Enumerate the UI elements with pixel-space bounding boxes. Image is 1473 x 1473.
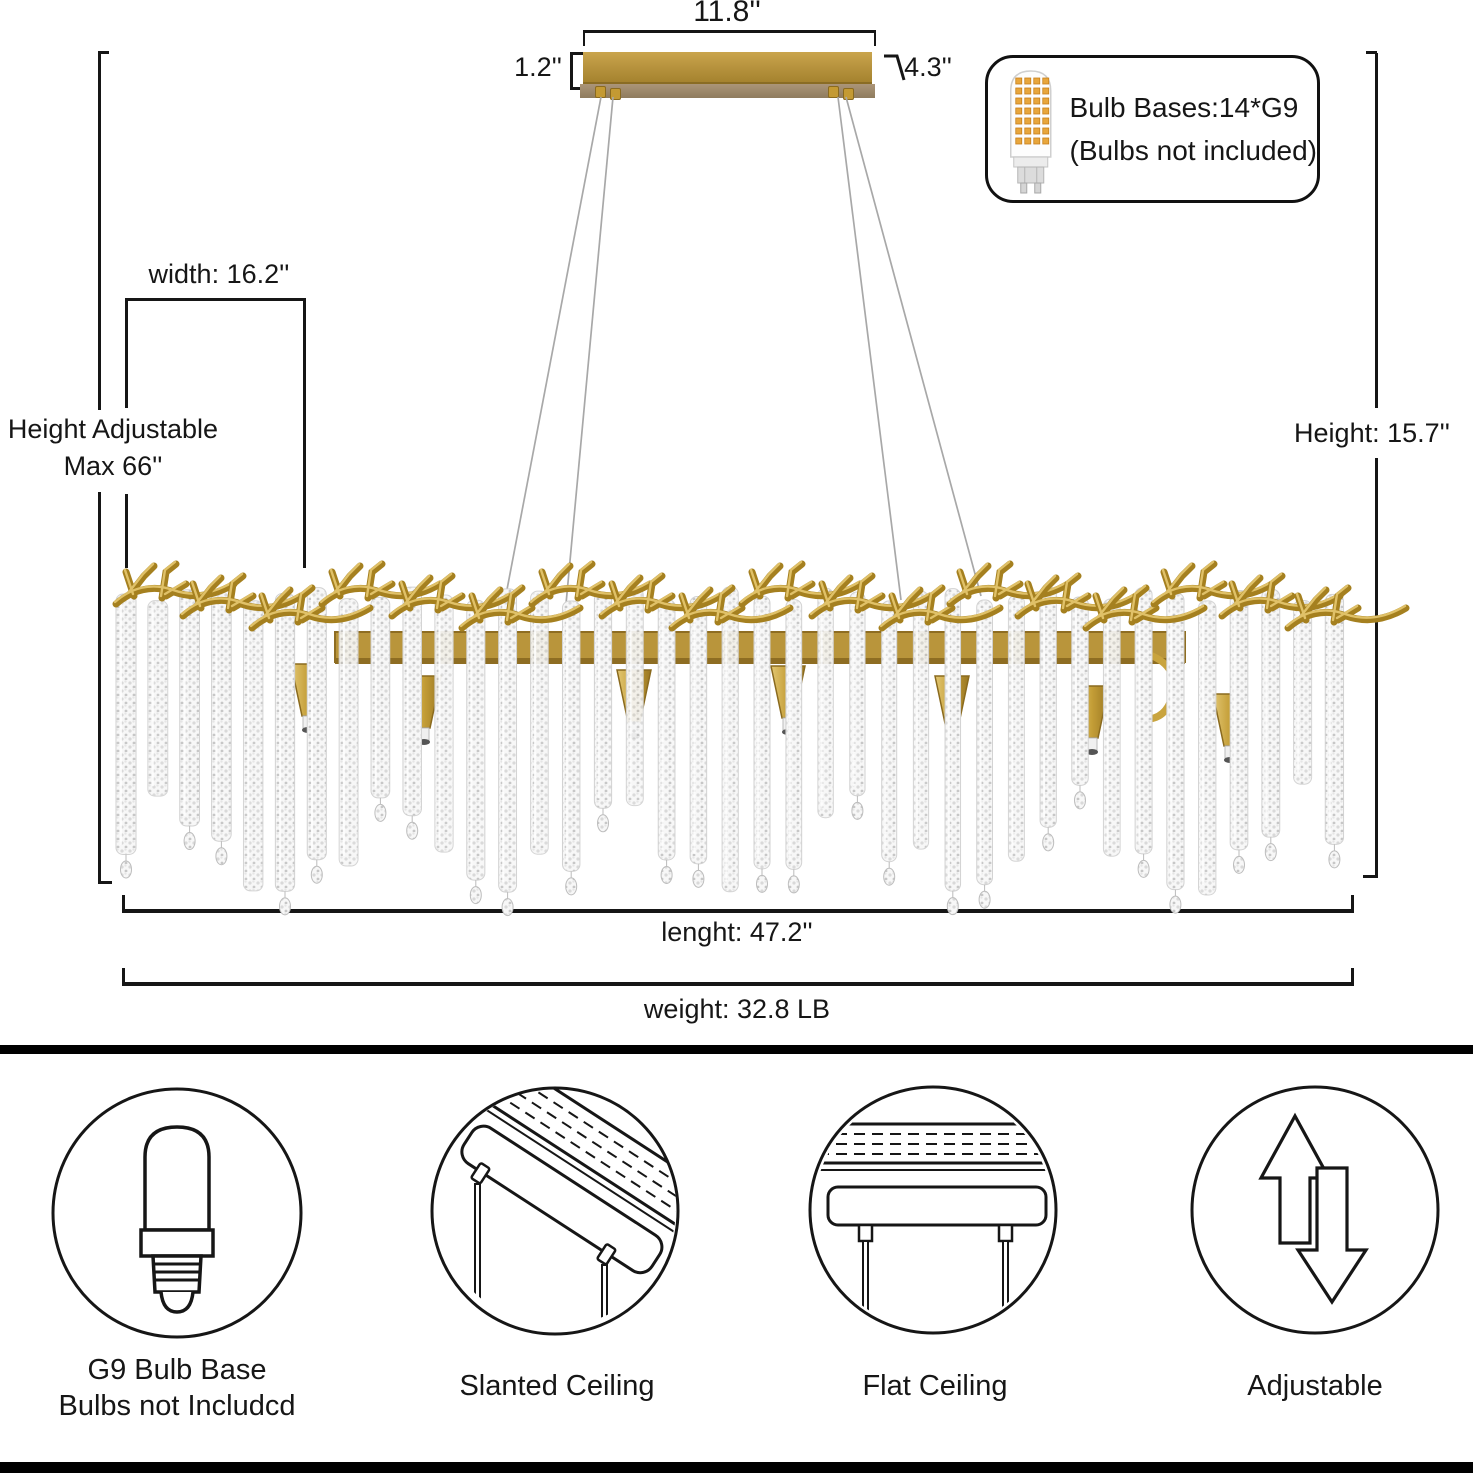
feature-circles <box>51 1085 1440 1339</box>
g9-bulb-photo-icon <box>1010 70 1052 194</box>
length-bracket <box>122 895 1354 913</box>
canopy-illustration <box>583 52 872 84</box>
canopy-width-label: 11.8'' <box>693 0 761 28</box>
section-divider <box>0 1045 1473 1054</box>
feature-label: Slanted Ceiling <box>459 1370 655 1402</box>
canopy-width-bracket <box>583 30 876 46</box>
cable-gripper <box>828 86 839 98</box>
length-label: lenght: 47.2'' <box>661 917 813 947</box>
flat-ceiling-icon <box>814 1122 1052 1316</box>
height-adjustable-tick-bottom <box>98 881 112 884</box>
width-bracket-top <box>125 298 306 301</box>
chandelier-illustration <box>112 560 1410 917</box>
cable-gripper <box>610 88 621 100</box>
cable-gripper <box>595 86 606 98</box>
up-down-arrows-icon <box>1258 1112 1369 1305</box>
bulb-note-box: Bulb Bases:14*G9 (Bulbs not included) <box>985 55 1320 203</box>
feature-circle <box>1190 1085 1440 1335</box>
fixture-height-label: Height: 15.7'' <box>1294 418 1450 448</box>
fixture-height-line <box>1375 458 1378 878</box>
canopy-depth-label: 4.3'' <box>904 52 952 82</box>
suspension-cables <box>504 96 982 605</box>
height-adjustable-tick-top <box>98 51 109 54</box>
feature-label: Adjustable <box>1247 1370 1383 1402</box>
fixture-height-tick-top <box>1366 51 1377 54</box>
canopy-height-label: 1.2'' <box>514 52 562 82</box>
feature-circle <box>51 1087 303 1339</box>
fixture-height-tick-bottom <box>1363 875 1377 878</box>
height-adjustable-line <box>98 492 101 884</box>
feature-circle <box>808 1085 1058 1335</box>
canopy-depth-tick <box>884 54 906 81</box>
weight-label: weight: 32.8 LB <box>643 994 831 1024</box>
height-adjustable-label-line2: Max 66'' <box>63 451 163 481</box>
slanted-ceiling-icon <box>454 1088 676 1326</box>
width-bracket-left <box>125 298 128 408</box>
width-label: width: 16.2'' <box>148 259 290 289</box>
feature-label: G9 Bulb Base Bulbs not Includcd <box>58 1354 296 1422</box>
canopy-underside <box>580 84 875 98</box>
fixture-height-line <box>1375 53 1378 408</box>
g9-bulb-outline-icon <box>139 1125 215 1314</box>
feature-label: Flat Ceiling <box>862 1370 1008 1402</box>
height-adjustable-label-line1: Height Adjustable <box>7 414 219 444</box>
feature-circle <box>430 1086 680 1336</box>
bulb-note-line2: (Bulbs not included) <box>1069 135 1317 166</box>
weight-bracket <box>122 968 1354 986</box>
height-adjustable-line <box>98 53 101 410</box>
width-bracket-right <box>303 298 306 568</box>
cable-gripper <box>843 88 854 100</box>
canopy-height-bracket <box>570 52 583 90</box>
width-bracket-left <box>125 494 128 568</box>
bulb-note-line1: Bulb Bases:14*G9 <box>1069 92 1299 123</box>
bottom-edge-bar <box>0 1462 1473 1473</box>
